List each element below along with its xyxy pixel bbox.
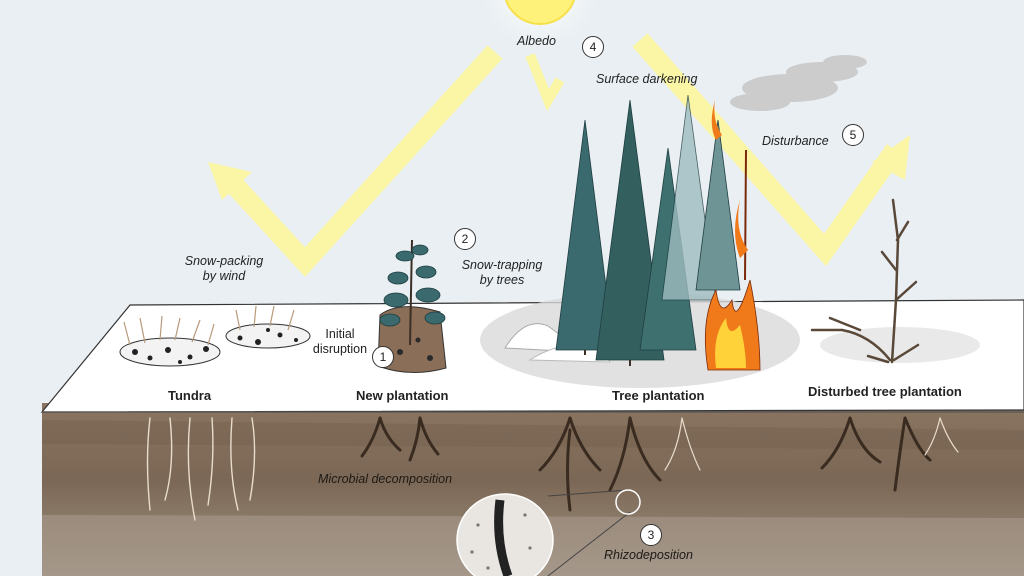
label-snow-trapping: Snow-trapping by trees [452,258,552,288]
light-arrows [208,33,910,277]
label-albedo: Albedo [517,34,556,48]
zone-label-disturbed: Disturbed tree plantation [808,384,962,399]
smoke-cloud [730,55,867,111]
soil-block [42,403,1024,576]
label-initial-line1: Initial [325,327,355,341]
zone-label-new-plantation: New plantation [356,388,449,403]
new-plantation-sapling [377,239,447,374]
tundra-shrubs [119,305,311,367]
label-initial-line2: disruption [312,342,368,356]
label-rhizodeposition: Rhizodeposition [604,548,693,562]
label-snow-trapping-line2: by trees [479,273,525,287]
dead-tree-icon [810,198,920,364]
number-badge-2: 2 [454,228,476,250]
label-surface-darkening: Surface darkening [596,72,698,86]
label-snow-packing-line1: Snow-packing [184,254,264,268]
number-badge-3: 3 [640,524,662,546]
zone-label-tree-plantation: Tree plantation [612,388,705,403]
tree-plantation-conifers [555,94,741,366]
label-microbial-decomposition: Microbial decomposition [318,472,453,486]
rhizodeposition-zoom [456,489,641,576]
number-badge-4: 4 [582,36,604,58]
label-snow-packing-line2: by wind [202,269,246,283]
sun-icon [481,0,599,48]
fire-icon [704,100,761,371]
label-snow-trapping-line1: Snow-trapping [461,258,543,272]
label-disturbance: Disturbance [762,134,829,148]
number-badge-5: 5 [842,124,864,146]
number-badge-1: 1 [372,346,394,368]
zone-label-tundra: Tundra [168,388,212,403]
label-snow-packing: Snow-packing by wind [176,254,272,284]
label-initial-disruption: Initial disruption [302,327,378,357]
